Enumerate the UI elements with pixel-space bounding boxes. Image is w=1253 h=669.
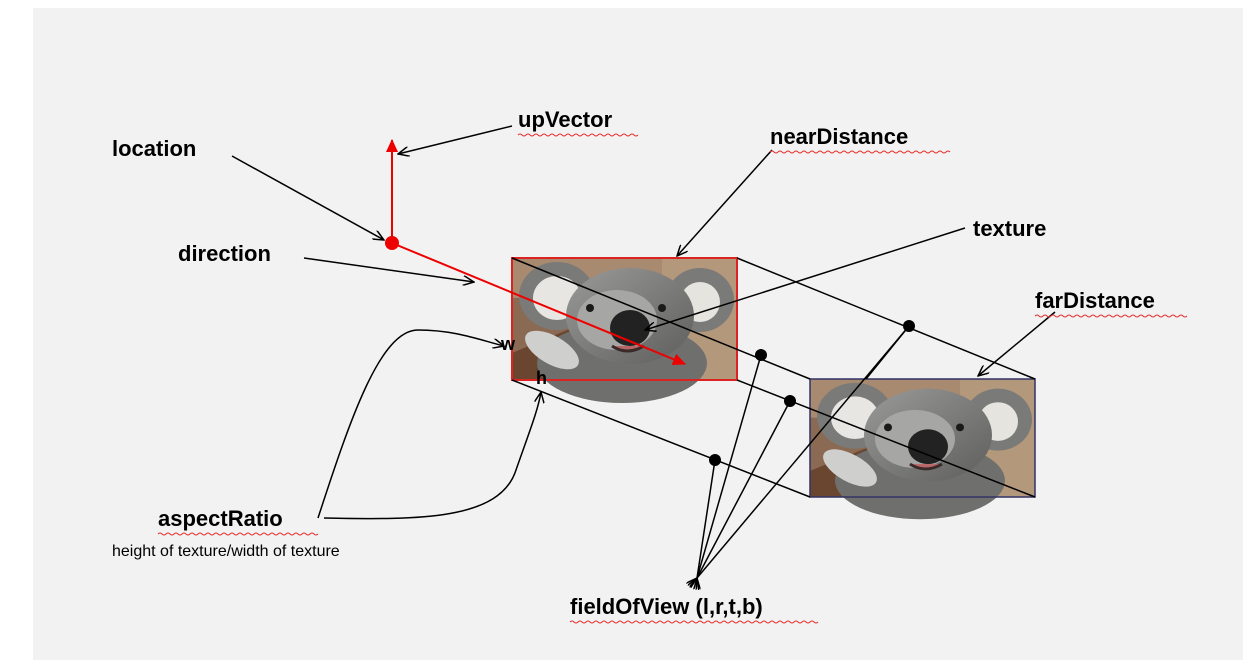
label-upvector: upVector — [518, 107, 613, 132]
label-direction: direction — [178, 241, 271, 266]
label-aspectratio: aspectRatio — [158, 506, 283, 531]
label-aspectratio-note: height of texture/width of texture — [112, 543, 340, 560]
spell-underline-neardistance — [769, 150, 951, 154]
upvector-arrow — [398, 125, 513, 154]
label-h: h — [536, 368, 547, 388]
near-plane-frame — [511, 257, 738, 381]
spell-underline-fieldofview — [569, 620, 819, 624]
label-w: w — [500, 334, 516, 354]
camera-location-dot — [385, 236, 399, 250]
spell-underline-upvector — [517, 133, 639, 137]
label-location: location — [112, 136, 196, 161]
aspect-to-h-arrow — [323, 392, 541, 520]
label-neardistance: nearDistance — [770, 124, 908, 149]
direction-arrow — [391, 242, 686, 365]
neardistance-arrow — [677, 149, 773, 256]
fov-arrows — [697, 325, 910, 578]
texture-arrow — [645, 227, 966, 330]
label-fardistance: farDistance — [1035, 288, 1155, 313]
camera-vectors — [385, 139, 686, 365]
location-arrow — [231, 155, 384, 240]
annotation-arrows — [231, 125, 1056, 520]
fardistance-arrow — [978, 311, 1056, 376]
spell-underline-fardistance — [1034, 314, 1188, 318]
spell-underline-aspectratio — [157, 532, 319, 536]
label-fieldofview: fieldOfView (l,r,t,b) — [570, 594, 763, 619]
aspect-to-w-arrow — [317, 329, 504, 519]
far-plane-frame — [809, 378, 1036, 498]
direction-pointer — [303, 257, 474, 282]
label-texture: texture — [973, 216, 1046, 241]
